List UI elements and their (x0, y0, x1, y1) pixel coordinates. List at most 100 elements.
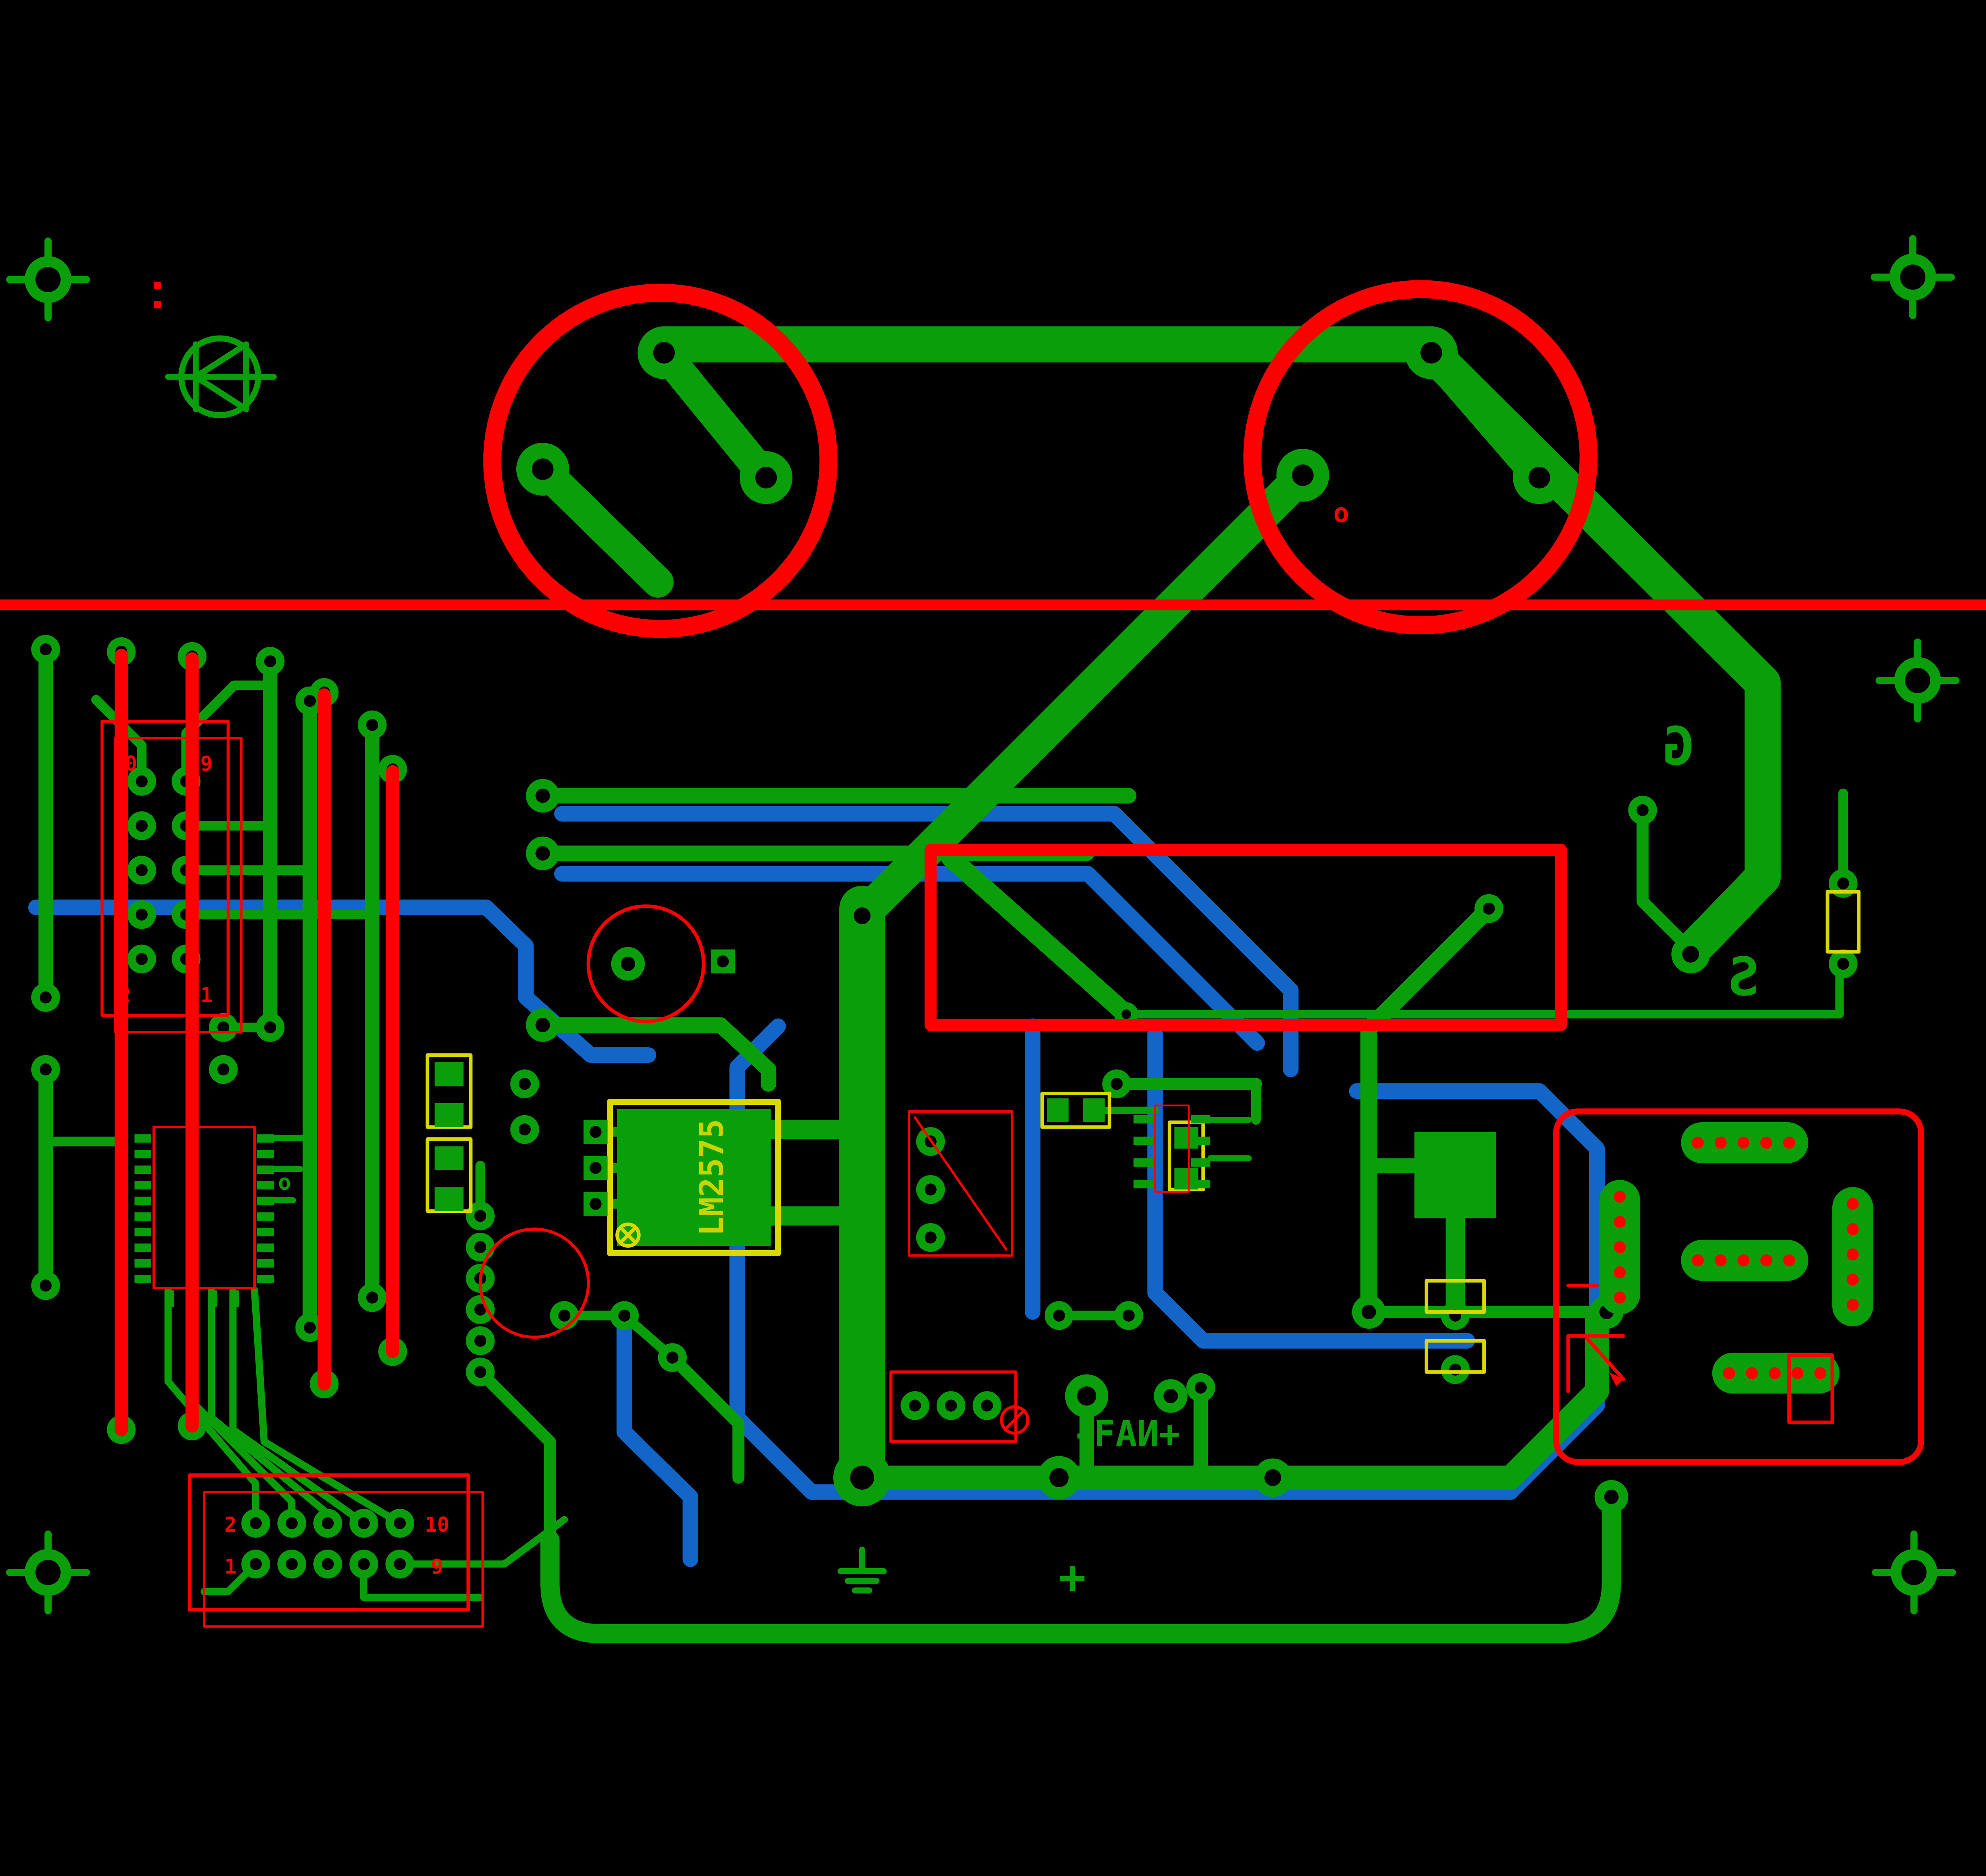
header-pad (241, 1509, 270, 1538)
via (526, 779, 560, 813)
crystal-silkscreen-circle (479, 1228, 590, 1339)
mcu-pin1-mark: o (278, 1169, 291, 1195)
mounting-hole (10, 241, 86, 318)
header-pad (385, 1509, 414, 1538)
pin-header-bottom-left: 2 1 10 9 (188, 1473, 484, 1628)
green-trace (941, 848, 1136, 1024)
via (936, 1391, 966, 1420)
sip-pad (466, 1357, 495, 1387)
keepout-rectangle (924, 843, 1567, 1031)
via (209, 1013, 238, 1042)
soic-footprint (1133, 1104, 1211, 1193)
polarity-mark-icon (615, 1222, 641, 1248)
via (916, 1223, 945, 1252)
header-pad (127, 855, 156, 885)
via (843, 896, 881, 935)
pin-label-1: 1 (200, 984, 213, 1007)
green-trace (1360, 900, 1497, 1318)
via (1114, 1301, 1143, 1330)
pads-and-vias (31, 326, 1858, 1514)
mounting-hole (1876, 1534, 1952, 1611)
power-pad (638, 326, 691, 379)
silkscreen-and-keepouts (0, 280, 1986, 1436)
via (255, 647, 285, 676)
pad-link-trace (648, 337, 782, 493)
lm2575-label: LM2575 (693, 1119, 731, 1236)
heatsink-pad (1414, 1132, 1496, 1218)
plus-label: + (1059, 1551, 1086, 1604)
square-pad (711, 949, 735, 974)
header-pad (385, 1550, 414, 1579)
via (510, 1069, 539, 1098)
lm2575-pads (583, 1119, 608, 1216)
header-pad (277, 1550, 306, 1579)
power-pad (833, 1449, 891, 1507)
header-pad (127, 811, 156, 840)
drill-keepout-circle-right (1243, 280, 1598, 635)
relay-oval-pad (1681, 1122, 1808, 1163)
sip-pad (466, 1233, 495, 1262)
via (1441, 1355, 1470, 1384)
mounting-hole (1874, 239, 1951, 315)
via (611, 947, 645, 981)
power-pad (1253, 1458, 1292, 1497)
pad-link-trace (1416, 337, 1555, 493)
power-pad (1404, 326, 1458, 379)
header-pad (241, 1550, 270, 1579)
signal-trace (164, 1287, 259, 1527)
buzzer-silkscreen-circle (586, 904, 705, 1023)
pin-label-10: 10 (425, 1513, 449, 1537)
via (916, 1175, 945, 1204)
mounting-hole (10, 1534, 86, 1611)
via (357, 710, 387, 739)
relay-oval-pad (1599, 1180, 1640, 1314)
pin-label-1: 1 (224, 1555, 237, 1579)
via (1186, 1373, 1215, 1402)
diode-silkscreen-icon (165, 335, 277, 419)
gate-label: G (1663, 716, 1694, 777)
fan-pad (1065, 1374, 1109, 1418)
power-pad (516, 443, 569, 496)
blue-trace (28, 899, 657, 1063)
via (1044, 1301, 1074, 1330)
via (255, 1013, 285, 1042)
via (510, 1115, 539, 1144)
smd-component (1424, 1279, 1486, 1314)
header-pad (127, 900, 156, 929)
relay-oval-pad (1681, 1240, 1808, 1281)
silk-o-mark: o (1333, 498, 1349, 529)
header-pad (349, 1509, 379, 1538)
relay-oval-pad (1712, 1353, 1840, 1394)
via (31, 1055, 60, 1084)
lm2575-regulator: LM2575 (583, 1099, 781, 1256)
mounting-hole (1879, 642, 1956, 719)
header-pad (349, 1550, 379, 1579)
connector-footprint (908, 1110, 1014, 1257)
pin-label-9: 9 (200, 752, 213, 776)
terminal-footprint (889, 1370, 1030, 1443)
fan-label: -FAИ+ (1072, 1413, 1180, 1455)
via (31, 983, 60, 1012)
via (900, 1391, 929, 1420)
header-pad (313, 1550, 342, 1579)
smd-resistor (1040, 1091, 1111, 1129)
smd-component (425, 1053, 473, 1129)
silk-dot (153, 301, 161, 309)
via (550, 1301, 579, 1330)
green-trace (535, 1017, 777, 1092)
fan-pad (1154, 1379, 1188, 1413)
relay-footprint (1553, 1108, 1924, 1465)
relay-oval-pad (1832, 1187, 1873, 1326)
via (658, 1343, 687, 1372)
green-trace (474, 1366, 556, 1546)
sip-pad (466, 1326, 495, 1355)
signal-trace (186, 1287, 296, 1527)
header-pad (127, 944, 156, 974)
relay-outline (1553, 1108, 1924, 1465)
power-pad (740, 451, 793, 504)
mcu-footprint: o (134, 1126, 291, 1307)
smd-component (425, 1137, 473, 1213)
via (526, 1008, 560, 1042)
power-pad (1276, 449, 1329, 502)
